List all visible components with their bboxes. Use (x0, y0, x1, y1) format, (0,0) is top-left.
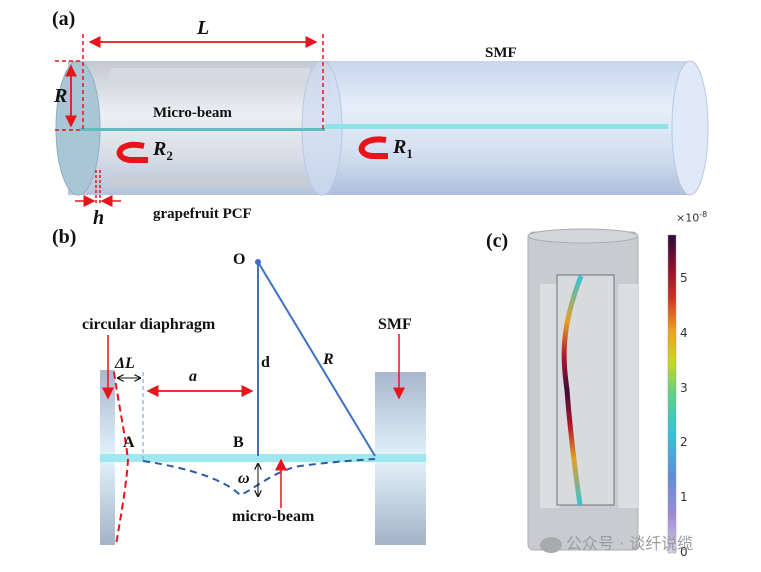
pcf-label: grapefruit PCF (153, 206, 252, 222)
point-o-label: O (233, 251, 246, 268)
smf-label: SMF (485, 45, 517, 61)
smf-label-b: SMF (378, 316, 412, 333)
point-a-label: A (123, 434, 135, 451)
panel-b-label: (b) (52, 226, 77, 248)
micro-beam-deflected (142, 458, 376, 497)
dim-h (75, 170, 121, 207)
watermark: 公众号 · 谈纤说缆 (540, 530, 693, 554)
dim-R (55, 60, 83, 131)
triangle-obr (255, 259, 376, 457)
panel-c-label: (c) (486, 230, 509, 252)
colorbar-multiplier: ×10-8 (676, 210, 708, 225)
smf-core-line (325, 124, 668, 129)
colorbar-tick-label: 5 (680, 270, 688, 285)
colorbar-tick-label: 3 (680, 380, 688, 395)
colorbar-tick-label: 1 (680, 490, 688, 505)
dim-omega-label: ω (238, 470, 250, 487)
colorbar-tick-label: 4 (680, 325, 688, 340)
micro-beam-straight (100, 454, 426, 462)
dim-r-label-b: R (323, 351, 334, 368)
dim-L (82, 34, 324, 130)
dim-h-label: h (93, 207, 105, 229)
dim-delta-l-label: ΔL (115, 355, 135, 372)
r1-label: R1 (393, 136, 413, 161)
diaphragm-deflection (113, 371, 130, 546)
colorbar-tick-label: 2 (680, 435, 688, 450)
deformed-beam (561, 275, 584, 506)
circular-diaphragm-label: circular diaphragm (82, 316, 216, 333)
micro-beam-label-b: micro-beam (232, 508, 315, 525)
panel-a-label: (a) (52, 8, 76, 30)
colorbar-tick-label: 0 (680, 545, 688, 559)
fem-model (527, 228, 639, 551)
wechat-icon (540, 536, 562, 553)
dim-l-label: L (197, 17, 210, 39)
dim-r-label: R (54, 85, 68, 107)
r2-label: R2 (153, 138, 173, 163)
point-b-label: B (233, 434, 244, 451)
micro-beam-line (80, 128, 325, 131)
dim-a-label: a (189, 368, 197, 385)
rotation-arrow-r1-icon (358, 136, 388, 159)
colorbar (667, 234, 677, 554)
micro-beam-label: Micro-beam (153, 105, 232, 121)
rotation-arrow-r2-icon (116, 141, 148, 163)
dim-d-label: d (261, 354, 270, 371)
